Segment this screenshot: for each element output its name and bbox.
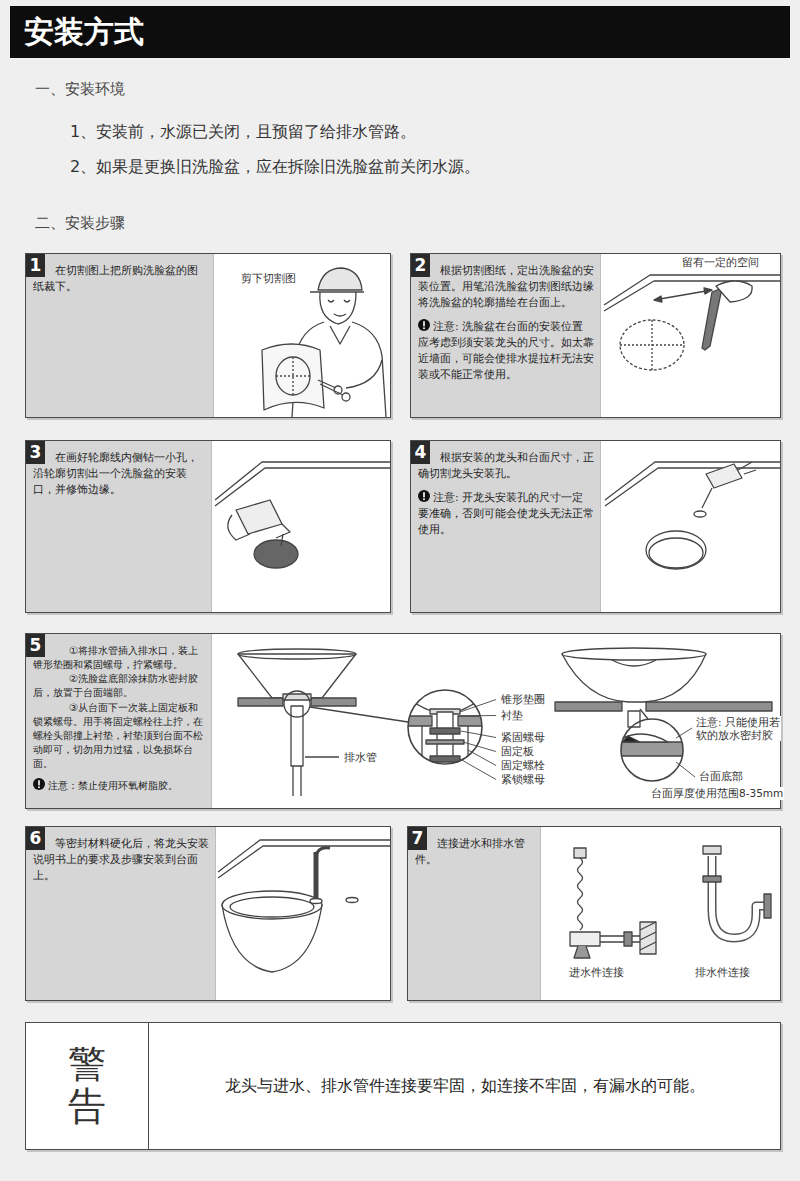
step-number: 3 [26, 441, 45, 464]
step-text: 根据安装的龙头和台面尺寸，正确切割龙头安装孔。 [418, 450, 594, 482]
part-label: 固定螺栓 [500, 759, 546, 772]
figure-caption: 进水件连接 [568, 966, 625, 979]
step-text-panel: 6等密封材料硬化后，将龙头安装说明书上的要求及步骤安装到台面上。 [26, 827, 216, 1000]
step-number: 1 [26, 254, 45, 277]
step-number: 2 [411, 254, 430, 277]
part-label: 台面底部 [698, 770, 744, 783]
step-text: 等密封材料硬化后，将龙头安装说明书上的要求及步骤安装到台面上。 [33, 836, 209, 884]
part-label: 紧锁螺母 [500, 773, 546, 786]
part-label: 衬垫 [500, 709, 524, 722]
part-label: 固定板 [500, 745, 535, 758]
part-label: 排水管 [343, 751, 378, 764]
page-title: 安装方式 [24, 13, 144, 51]
warning-icon [418, 319, 430, 331]
step-text-panel: 3在画好轮廓线内侧钻一小孔，沿轮廓切割出一个洗脸盆的安装口，并修饰边缘。 [26, 441, 212, 612]
instruction-line: 1、安装前，水源已关闭，且预留了给排水管路。 [70, 122, 416, 141]
warning-icon [418, 490, 430, 502]
step-number: 7 [408, 827, 427, 850]
warning-icon [33, 778, 45, 790]
step-text-panel: 7连接进水和排水管件。 [408, 827, 541, 1000]
step-panel: 2根据切割图纸，定出洗脸盆的安装位置。用笔沿洗脸盆切割图纸边缘将洗脸盆的轮廓描绘… [410, 253, 781, 418]
warning-box: 警告 龙头与进水、排水管件连接要牢固，如连接不牢固，有漏水的可能。 [25, 1022, 781, 1150]
dimension-label: 留有一定的空间 [681, 256, 760, 269]
section-heading: 一、安装环境 [35, 80, 125, 98]
step-panel: 3在画好轮廓线内侧钻一小孔，沿轮廓切割出一个洗脸盆的安装口，并修饰边缘。 [25, 440, 391, 613]
step-text-panel: 1在切割图上把所购洗脸盆的图纸裁下。 [26, 254, 214, 417]
step-panel: 1在切割图上把所购洗脸盆的图纸裁下。 [25, 253, 391, 418]
note-line: 注意：禁止使用环氧树脂胶。 [33, 778, 205, 792]
warning-text: 龙头与进水、排水管件连接要牢固，如连接不牢固，有漏水的可能。 [213, 1076, 717, 1097]
instruction-line: 2、如果是更换旧洗脸盆，应在拆除旧洗脸盆前关闭水源。 [70, 157, 480, 176]
step-text: 连接进水和排水管件。 [415, 836, 534, 868]
step-text: 在切割图上把所购洗脸盆的图纸裁下。 [33, 263, 207, 295]
step-text: ②洗脸盆底部涂抹防水密封胶后，放置于台面端部。 [33, 671, 205, 699]
note-text: 注意: 洗脸盆在台面的安装位置应考虑到须安装龙头的尺寸。如太靠近墙面，可能会使排… [418, 320, 594, 381]
warning-heading: 警告 [68, 1044, 106, 1128]
warning-cell: 警告 [26, 1023, 149, 1149]
step-text-panel: 2根据切割图纸，定出洗脸盆的安装位置。用笔沿洗脸盆切割图纸边缘将洗脸盆的轮廓描绘… [411, 254, 601, 417]
step-number: 5 [26, 634, 45, 657]
figure-caption: 剪下切割图 [240, 272, 297, 285]
title-bar: 安装方式 [10, 6, 790, 58]
note-label: 注意: 只能使用若软的放水密封胶 [695, 716, 781, 741]
step-text-panel: 5①将排水管插入排水口，装上锥形垫圈和紧固螺母，拧紧螺母。②洗脸盆底部涂抹防水密… [26, 634, 212, 808]
step-text-panel: 4根据安装的龙头和台面尺寸，正确切割龙头安装孔。注意: 开龙头安装孔的尺寸一定要… [411, 441, 601, 612]
step-panel: 5①将排水管插入排水口，装上锥形垫圈和紧固螺母，拧紧螺母。②洗脸盆底部涂抹防水密… [25, 633, 781, 809]
step-text: ③从台面下一次装上固定板和锁紧螺母。用手将固定螺栓往上拧，在螺栓头部撞上衬垫，衬… [33, 700, 205, 771]
section-heading: 二、安装步骤 [35, 214, 125, 232]
dimension-label: 台面厚度使用范围8-35mm [650, 787, 784, 800]
note-line: 注意: 洗脸盆在台面的安装位置应考虑到须安装龙头的尺寸。如太靠近墙面，可能会使排… [418, 319, 594, 383]
note-text: 注意：禁止使用环氧树脂胶。 [48, 779, 178, 791]
figure-caption: 排水件连接 [694, 966, 751, 979]
part-label: 锥形垫圈 [500, 693, 546, 706]
note-text: 注意: 开龙头安装孔的尺寸一定要准确，否则可能会使龙头无法正常使用。 [418, 491, 594, 536]
step-number: 4 [411, 441, 430, 464]
warning-body-area: 龙头与进水、排水管件连接要牢固，如连接不牢固，有漏水的可能。 [149, 1023, 780, 1149]
part-label: 紧固螺母 [500, 731, 546, 744]
step-text: 根据切割图纸，定出洗脸盆的安装位置。用笔沿洗脸盆切割图纸边缘将洗脸盆的轮廓描绘在… [418, 263, 594, 311]
step-number: 6 [26, 827, 45, 850]
step-panel: 4根据安装的龙头和台面尺寸，正确切割龙头安装孔。注意: 开龙头安装孔的尺寸一定要… [410, 440, 781, 613]
step-text: 在画好轮廓线内侧钻一小孔，沿轮廓切割出一个洗脸盆的安装口，并修饰边缘。 [33, 450, 205, 498]
note-line: 注意: 开龙头安装孔的尺寸一定要准确，否则可能会使龙头无法正常使用。 [418, 490, 594, 538]
step-panel: 6等密封材料硬化后，将龙头安装说明书上的要求及步骤安装到台面上。 [25, 826, 391, 1001]
step-text: ①将排水管插入排水口，装上锥形垫圈和紧固螺母，拧紧螺母。 [33, 643, 205, 671]
